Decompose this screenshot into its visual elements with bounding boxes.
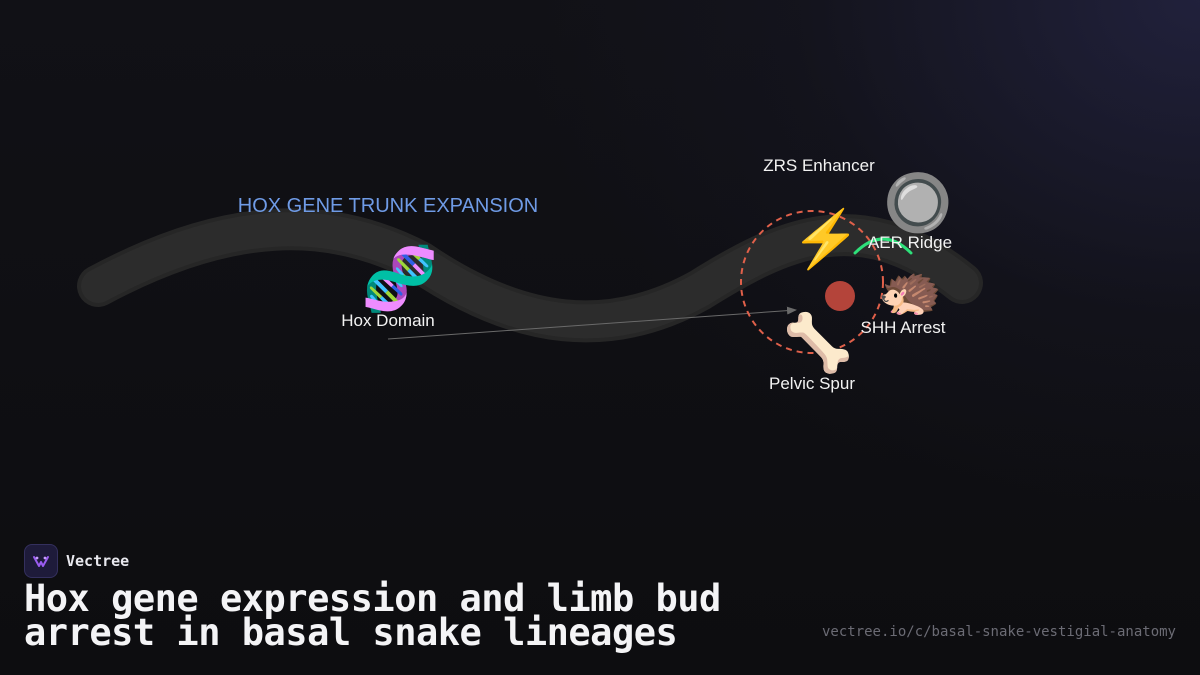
section-label: HOX GENE TRUNK EXPANSION: [238, 195, 538, 217]
hedgehog-icon: 🦔: [878, 262, 943, 320]
pelvic-spur-label: Pelvic Spur: [769, 374, 855, 393]
source-url[interactable]: vectree.io/c/basal-snake-vestigial-anato…: [821, 624, 1176, 640]
radio-button-icon: 🔘: [883, 171, 953, 235]
limb-bud-arrest-ring: [740, 210, 884, 354]
brand-name: Vectree: [66, 552, 130, 570]
hox-to-limb-connector: [387, 306, 797, 340]
dna-icon: 🧬: [361, 241, 438, 316]
shh-arrest-label: SHH Arrest: [860, 318, 945, 337]
page-title: Hox gene expression and limb bud arrest …: [24, 577, 721, 654]
brand[interactable]: Vectree: [24, 544, 129, 578]
zrs-enhancer-label: ZRS Enhancer: [763, 156, 875, 175]
lightning-icon: ⚡: [791, 207, 861, 272]
hox-domain-label: Hox Domain: [341, 311, 435, 330]
aer-ridge-label: AER Ridge: [868, 233, 952, 252]
bone-icon: 🦴: [783, 309, 853, 375]
aer-ridge-arc: [853, 237, 913, 255]
vectree-logo-icon: [24, 544, 58, 578]
snake-body-highlight: [81, 212, 979, 339]
pelvic-spur-dot: [825, 281, 855, 311]
